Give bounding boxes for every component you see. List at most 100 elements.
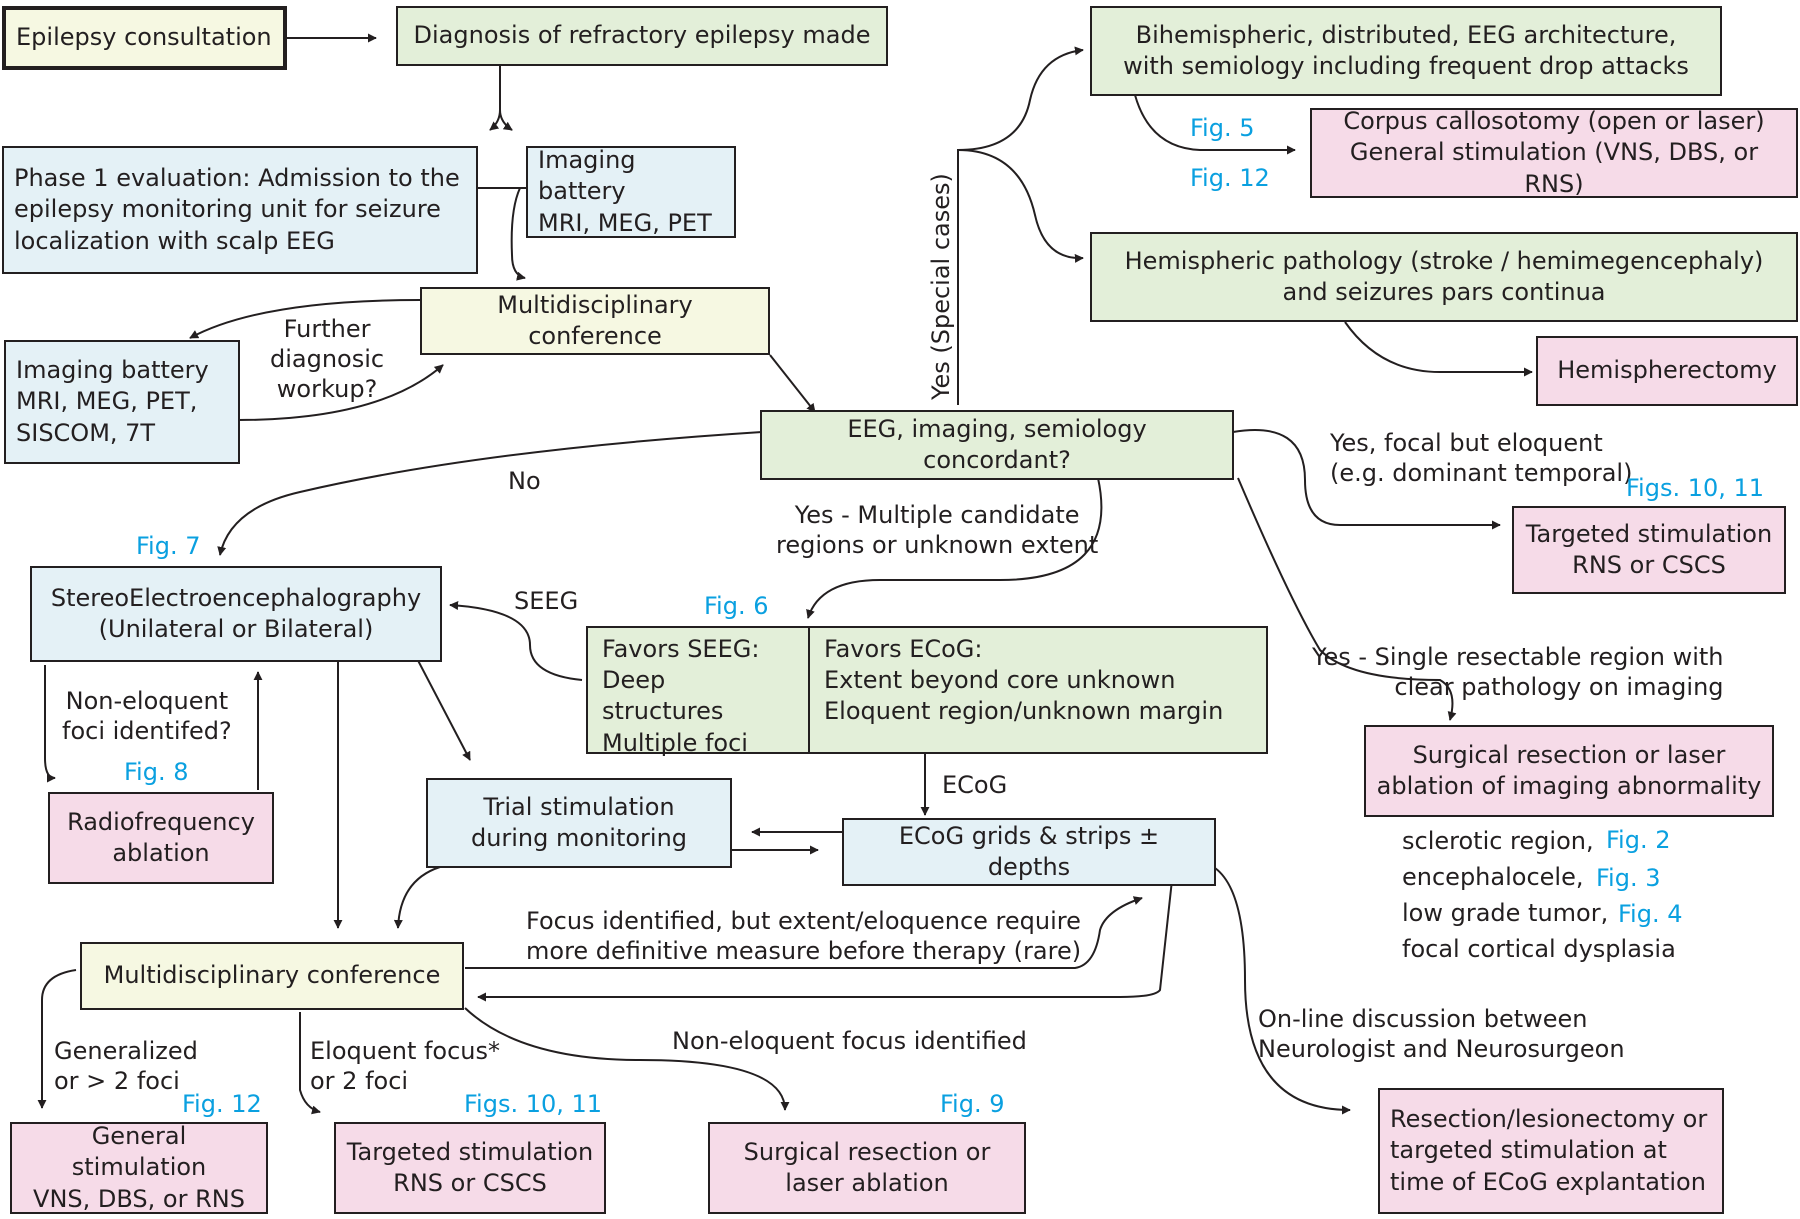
fig-8-text: Fig. 8 [124, 758, 189, 786]
favors-divider [808, 628, 810, 752]
low-grade-text: low grade tumor, [1402, 899, 1609, 927]
figs-10-11-bottom-ref: Figs. 10, 11 [464, 1090, 602, 1118]
arrow-mdc1-to-imaging2 [189, 299, 421, 339]
arrow-bihemi-to-callosotomy [1134, 94, 1296, 155]
fig-4-text: Fig. 4 [1618, 900, 1683, 928]
targeted-bottom-line-2: RNS or CSCS [393, 1169, 547, 1197]
hemispheric-pathology-box: Hemispheric pathology (stroke / hemimege… [1090, 232, 1798, 322]
multidisciplinary-conference-box-2: Multidisciplinary conference [80, 942, 464, 1010]
arrow-no-to-seeg [217, 431, 763, 556]
fig-7-text: Fig. 7 [136, 532, 201, 560]
yes-single-line-2: clear pathology on imaging [1394, 673, 1724, 701]
eloquent-focus-line-1: Eloquent focus* [310, 1037, 501, 1065]
ecog-arrow-text: ECoG [942, 771, 1008, 799]
imaging2-line-2: MRI, MEG, PET, [16, 387, 198, 416]
non-eloquent-q-line-1: Non-eloquent [65, 687, 229, 715]
bihemi-line-2: with semiology including frequent drop a… [1123, 52, 1689, 80]
arrow-mdc2-to-general [37, 969, 77, 1109]
trial-line-2: during monitoring [470, 824, 688, 852]
hemipath-line-2: and seizures pars continua [1282, 278, 1606, 306]
arrow-special-to-bihemi [957, 46, 1084, 405]
surgical-bottom-line-1: Surgical resection or [743, 1137, 991, 1166]
resection-ecog-line-3: time of ECoG explantation [1390, 1167, 1706, 1196]
fig-9-ref: Fig. 9 [940, 1090, 1005, 1118]
yes-focal-line-1: Yes, focal but eloquent [1330, 429, 1603, 457]
eloquent-focus-line-2: or 2 foci [310, 1067, 409, 1095]
callosotomy-line-2: General stimulation (VNS, DBS, or RNS) [1349, 138, 1759, 198]
fig-2-text: Fig. 2 [1606, 826, 1671, 854]
arrow-mdc2-to-ecog [465, 896, 1143, 969]
arrow-seeg-to-rf [44, 665, 56, 783]
fig-5-ref: Fig. 5 [1190, 114, 1255, 142]
fig-3-ref: Fig. 3 [1596, 864, 1661, 892]
yes-focal-eloquent-label: Yes, focal but eloquent (e.g. dominant t… [1330, 428, 1632, 488]
arrow-ecog-to-mdc2 [477, 879, 1173, 1002]
seeg-arrow-text: SEEG [514, 587, 579, 615]
fcd-text: focal cortical dysplasia [1402, 935, 1676, 963]
fig-6-ref: Fig. 6 [704, 592, 769, 620]
arrow-mdc2-to-targeted-bottom [299, 1012, 321, 1115]
generalized-label: Generalized or > 2 foci [54, 1036, 198, 1096]
imaging2-line-1: Imaging battery [16, 356, 209, 385]
diagnosis-text: Diagnosis of refractory epilepsy made [413, 21, 871, 50]
yes-focal-line-2: (e.g. dominant temporal) [1330, 459, 1633, 487]
arrow-special-to-hemipath [957, 149, 1084, 263]
phase1-evaluation-box: Phase 1 evaluation: Admission to the epi… [2, 146, 478, 274]
ecog-grids-text: ECoG grids & strips ± depths [898, 821, 1160, 881]
arrow-diagnosis-to-imaging1 [499, 109, 513, 131]
yes-single-line-1: Yes - Single resectable region with [1312, 643, 1724, 671]
fig-7-ref: Fig. 7 [136, 532, 201, 560]
imaging1-line-1: Imaging battery [538, 146, 636, 206]
encephalocele-label: encephalocele, [1402, 862, 1583, 892]
rf-line-1: Radiofrequency [67, 807, 255, 836]
yes-special-cases-label: Yes (Special cases) [926, 173, 956, 400]
fig-12-bottom-text: Fig. 12 [182, 1090, 262, 1118]
low-grade-tumor-label: low grade tumor, [1402, 898, 1608, 928]
fig-9-text: Fig. 9 [940, 1090, 1005, 1118]
resection-ecog-line-2: targeted stimulation at [1390, 1136, 1667, 1165]
further-line-1: Further [283, 315, 371, 343]
further-line-3: workup? [276, 375, 378, 403]
favors-seeg-column: Favors SEEG: Deep structures Multiple fo… [588, 628, 808, 757]
online-line-1: On-line discussion between [1258, 1005, 1588, 1033]
arrow-imaging2-to-mdc1 [237, 364, 444, 421]
fig-3-text: Fig. 3 [1596, 864, 1661, 892]
mdc2-text: Multidisciplinary conference [103, 961, 441, 990]
fig-8-ref: Fig. 8 [124, 758, 189, 786]
surgical-resection-laser-box: Surgical resection or laser ablation of … [1364, 725, 1774, 817]
favors-seeg-heading: Favors SEEG: [602, 635, 760, 663]
focus-identified-line-1: Focus identified, but extent/eloquence r… [526, 907, 1081, 935]
seeg-line-2: (Unilateral or Bilateral) [98, 615, 374, 643]
figs-10-11-top-text: Figs. 10, 11 [1626, 474, 1765, 502]
arrow-favors-to-seeg [449, 601, 583, 681]
favors-ecog-heading: Favors ECoG: [824, 635, 983, 663]
arrow-phase1-to-mdc1 [475, 187, 526, 281]
fig-12-top-ref: Fig. 12 [1190, 164, 1270, 192]
phase1-line-3: localization with scalp EEG [14, 226, 335, 255]
non-eloquent-focus-text: Non-eloquent focus identified [672, 1027, 1027, 1055]
targeted-stimulation-top-box: Targeted stimulation RNS or CSCS [1512, 506, 1786, 594]
diagnosis-box: Diagnosis of refractory epilepsy made [396, 6, 888, 66]
favors-box: Favors SEEG: Deep structures Multiple fo… [586, 626, 1268, 757]
focus-identified-line-2: more definitive measure before therapy (… [526, 937, 1082, 965]
yes-multiple-line-2: regions or unknown extent [776, 531, 1099, 559]
trial-line-1: Trial stimulation [483, 792, 675, 821]
callosotomy-line-1: Corpus callosotomy (open or laser) [1343, 107, 1765, 136]
phase1-line-1: Phase 1 evaluation: Admission to the [14, 164, 460, 193]
epilepsy-consultation-box: Epilepsy consultation [2, 6, 287, 70]
imaging-battery-box-2: Imaging battery MRI, MEG, PET, SISCOM, 7… [4, 340, 240, 464]
concordant-text: EEG, imaging, semiology concordant? [847, 414, 1147, 474]
mdc1-text: Multidisciplinary conference [497, 290, 693, 350]
radiofrequency-ablation-box: Radiofrequency ablation [48, 792, 274, 884]
surgical-resection-bottom-box: Surgical resection or laser ablation [708, 1122, 1026, 1214]
focus-identified-label: Focus identified, but extent/eloquence r… [526, 906, 1081, 966]
corpus-callosotomy-box: Corpus callosotomy (open or laser) Gener… [1310, 107, 1798, 198]
generalized-line-2: or > 2 foci [54, 1067, 180, 1095]
arrow-concordant-to-favors [806, 477, 1103, 619]
further-line-2: diagnosic [270, 345, 385, 373]
yes-multiple-line-1: Yes - Multiple candidate [794, 501, 1080, 529]
seeg-line-1: StereoElectroencephalography [50, 583, 422, 612]
further-workup-label: Further diagnosic workup? [270, 314, 384, 404]
favors-ecog-line-2: Extent beyond core unknown [824, 666, 1176, 695]
